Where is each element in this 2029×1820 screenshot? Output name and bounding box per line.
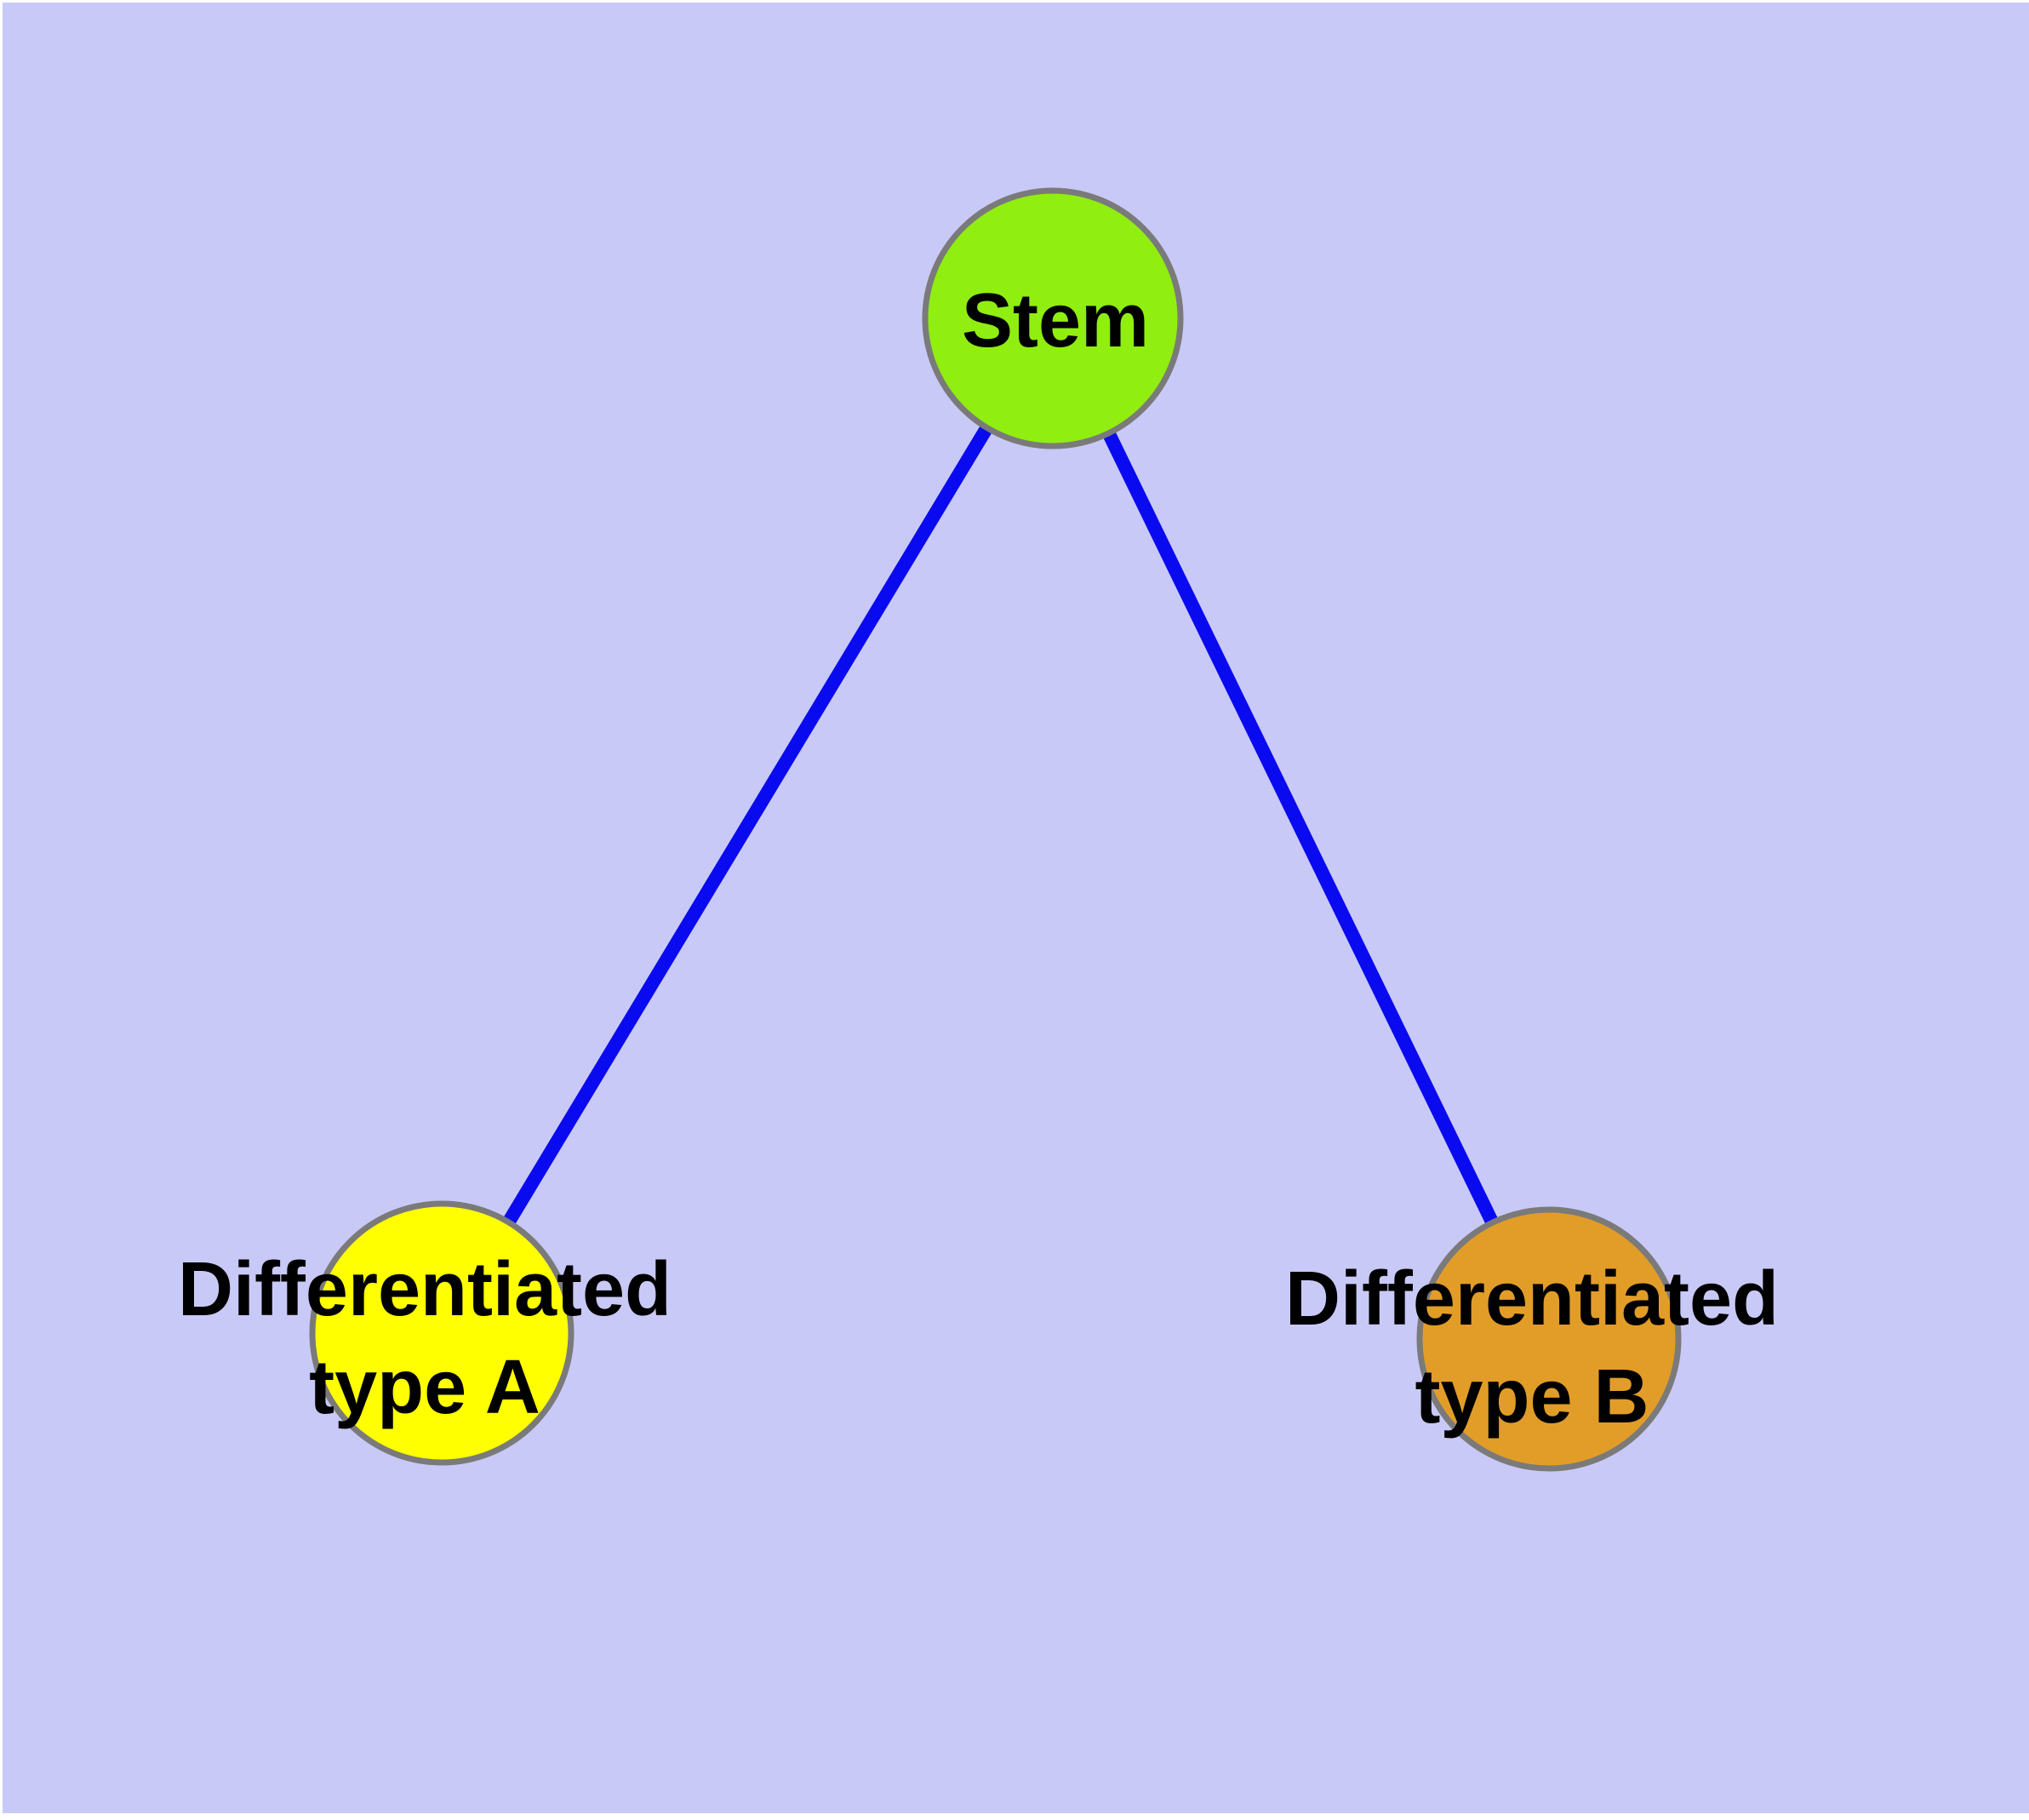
node-stem <box>922 187 1184 449</box>
node-differentiated-type-a <box>309 1200 574 1466</box>
node-differentiated-type-b <box>1416 1206 1682 1472</box>
node-type-b-label-line1: Differentiated <box>1285 1256 1779 1342</box>
edge-stem-to-type-a <box>436 314 1059 1337</box>
edge-stem-to-type-b <box>1046 315 1556 1342</box>
node-type-b-label-line2: type B <box>1415 1354 1649 1439</box>
node-stem-label: Stem <box>962 278 1149 363</box>
node-type-a-label-line2: type A <box>309 1345 540 1430</box>
node-type-a-label-line1: Differentiated <box>178 1247 672 1332</box>
